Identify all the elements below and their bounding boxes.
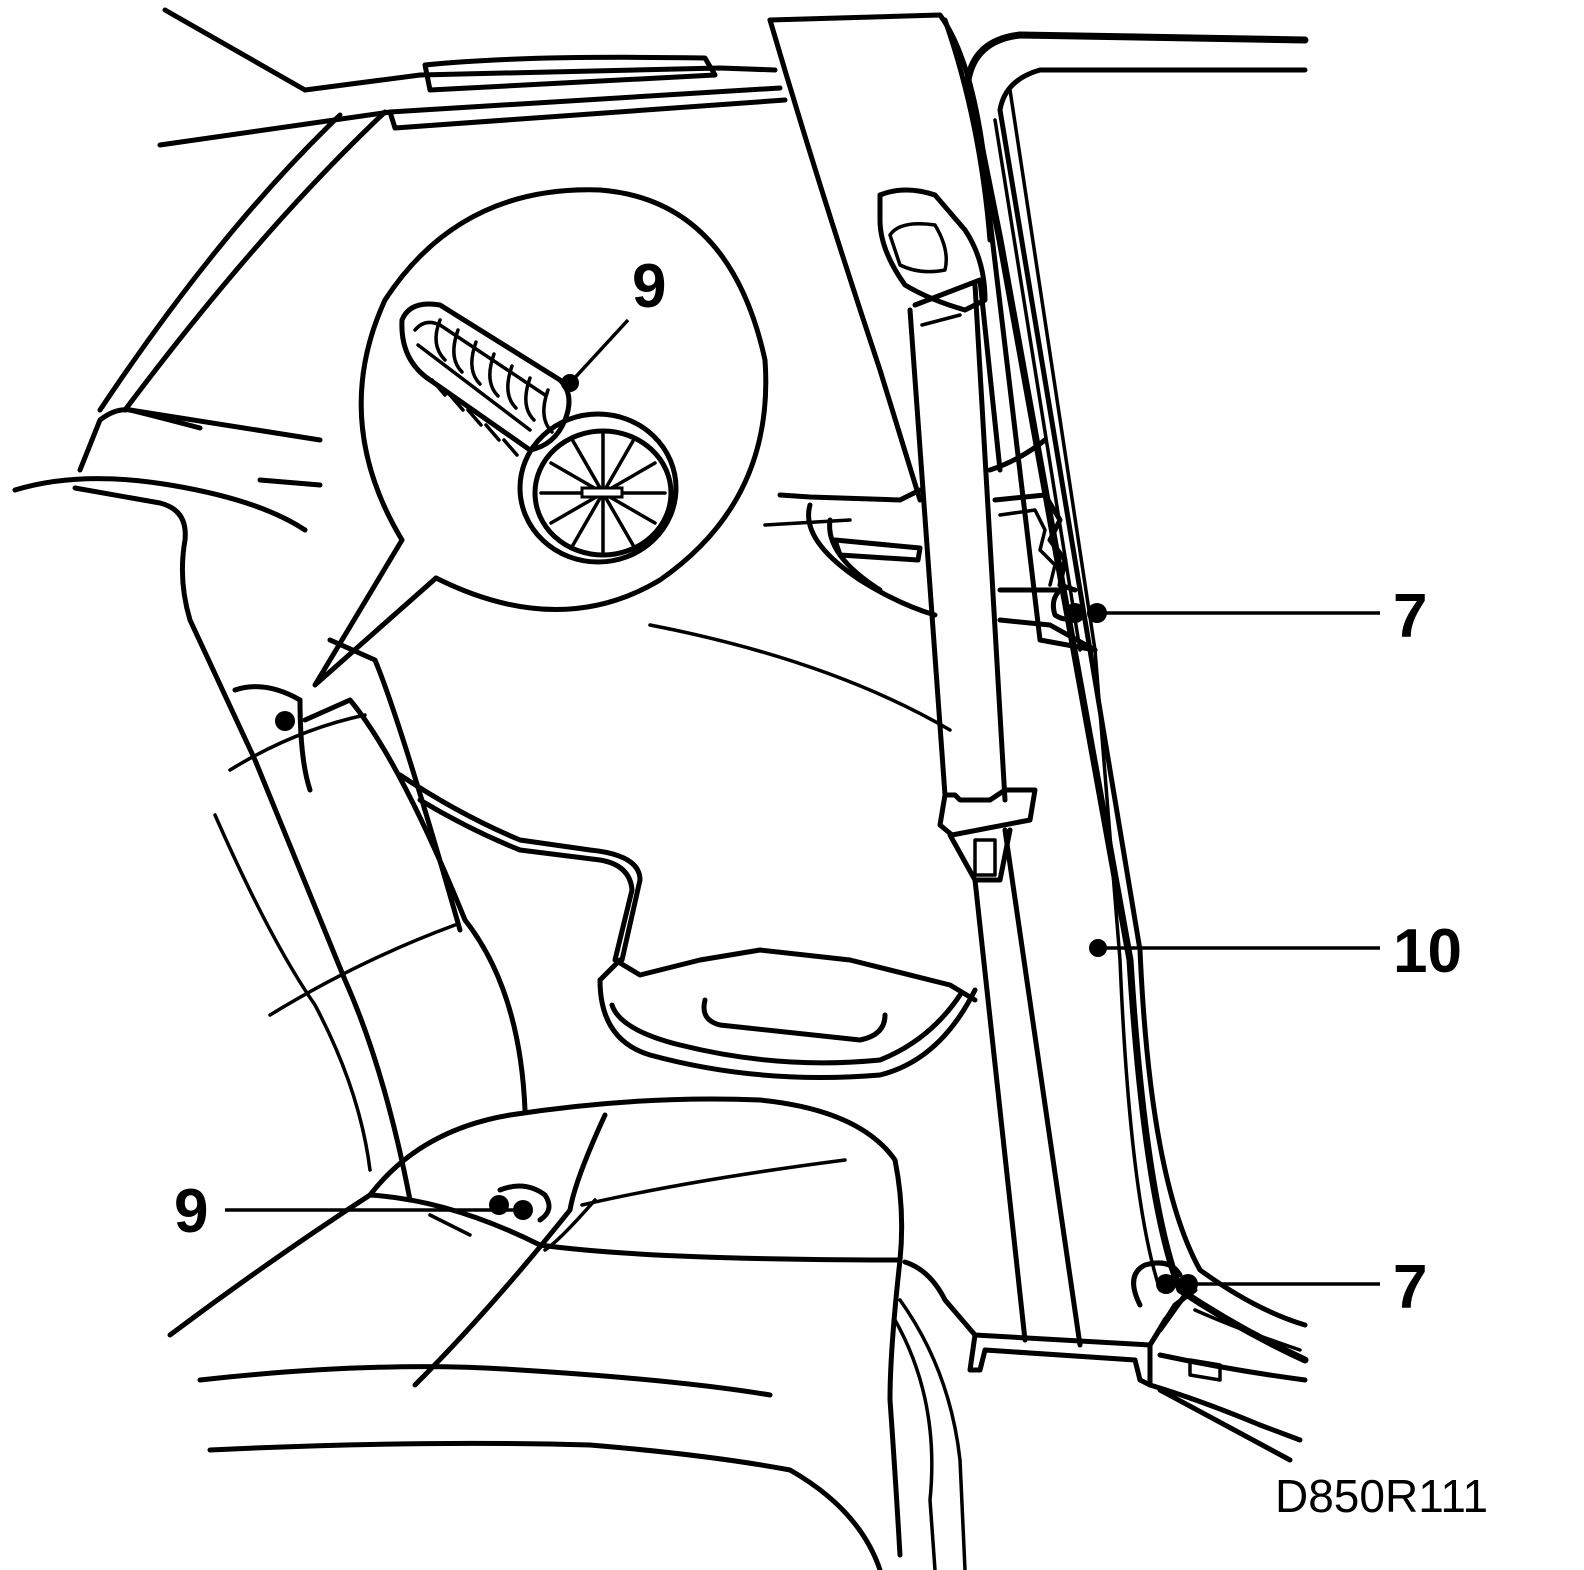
callout-labels: 9 7 10 9 7 D850R111 (174, 252, 1488, 1522)
leader-lines (225, 318, 1380, 1286)
window-frame (964, 31, 1309, 1364)
upper-fastener-area (987, 437, 1098, 653)
dot-lower-7a (1156, 1274, 1176, 1294)
left-pillar (12, 407, 528, 1203)
clip-detail-magnifier (312, 187, 769, 688)
armrest-panel (397, 772, 978, 1080)
dot-panel-mount (275, 711, 295, 731)
callout-panel-10-label: 10 (1393, 917, 1462, 986)
callout-lower-7-label: 7 (1393, 1253, 1427, 1322)
door-opening-panel (648, 487, 952, 732)
drawing-code: D850R111 (1275, 1470, 1488, 1522)
roof-lines (97, 7, 788, 413)
callout-upper-7-label: 7 (1393, 582, 1427, 651)
b-pillar-trim (767, 12, 1098, 653)
leader-detail-9 (568, 318, 630, 385)
callout-lower-9-label: 9 (174, 1177, 208, 1246)
rear-seat (167, 1096, 967, 1570)
dot-upper-7a (1065, 603, 1085, 623)
lower-sill (902, 1259, 1308, 1463)
seat-belt (907, 282, 1083, 1348)
clip-ribs (430, 318, 554, 457)
dot-lower-9a (489, 1195, 509, 1215)
callout-clip-detail-label: 9 (632, 252, 666, 321)
